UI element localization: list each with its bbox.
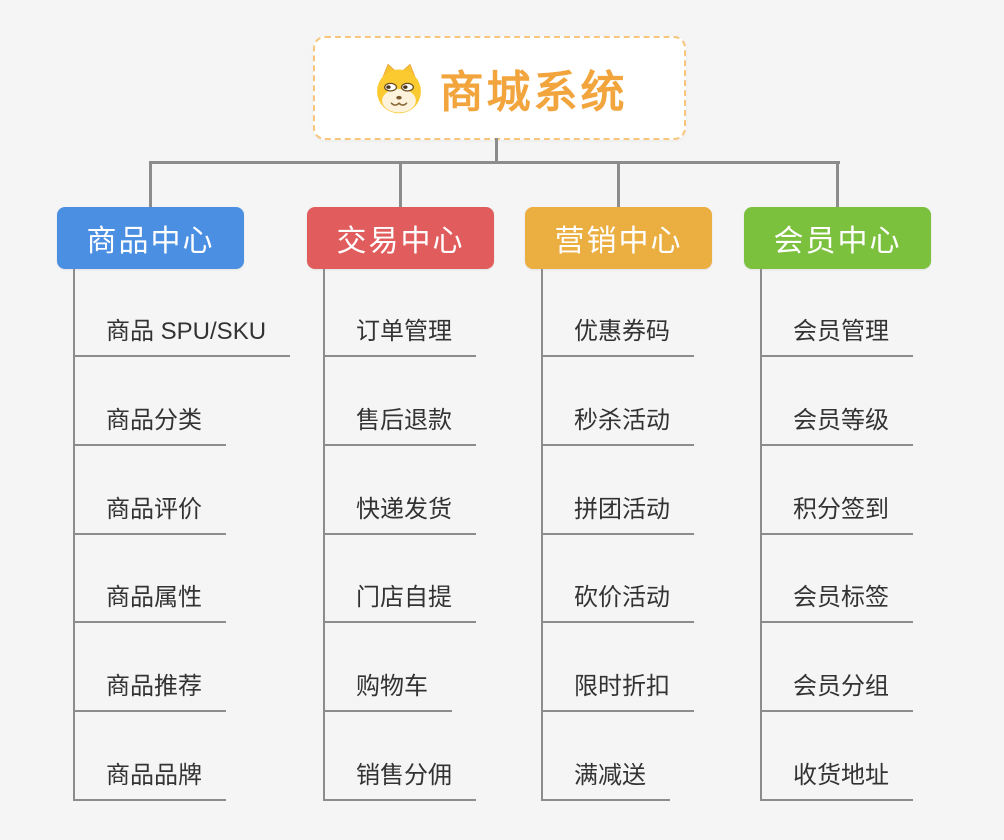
- branch-trunk-line: [73, 269, 75, 801]
- topic-item[interactable]: 会员分组: [760, 670, 913, 712]
- root-title: 商城系统: [439, 68, 628, 117]
- topic-item[interactable]: 优惠券码: [541, 315, 694, 357]
- topic-item[interactable]: 商品属性: [73, 581, 226, 623]
- branch-header-2[interactable]: 交易中心: [307, 207, 494, 269]
- topic-item[interactable]: 商品分类: [73, 404, 226, 446]
- topic-item[interactable]: 满减送: [541, 759, 670, 801]
- root-stem-connector: [495, 138, 498, 163]
- branch-drop-connector: [149, 161, 152, 209]
- topic-item[interactable]: 会员管理: [760, 315, 913, 357]
- topic-item[interactable]: 售后退款: [323, 404, 476, 446]
- branch-label: 会员中心: [773, 225, 902, 258]
- topic-item[interactable]: 购物车: [323, 670, 452, 712]
- topic-item[interactable]: 秒杀活动: [541, 404, 694, 446]
- topic-item[interactable]: 销售分佣: [323, 759, 476, 801]
- topic-item[interactable]: 砍价活动: [541, 581, 694, 623]
- branch-header-4[interactable]: 会员中心: [744, 207, 931, 269]
- branch-trunk-line: [323, 269, 325, 801]
- doge-face-icon: [376, 63, 421, 114]
- topic-item[interactable]: 积分签到: [760, 493, 913, 535]
- topic-item[interactable]: 收货地址: [760, 759, 913, 801]
- branch-drop-connector: [399, 161, 402, 209]
- branch-bus-connector: [149, 161, 840, 164]
- branch-label: 交易中心: [336, 225, 465, 258]
- branch-drop-connector: [836, 161, 839, 209]
- topic-item[interactable]: 限时折扣: [541, 670, 694, 712]
- branch-trunk-line: [760, 269, 762, 801]
- topic-item[interactable]: 会员等级: [760, 404, 913, 446]
- branch-header-3[interactable]: 营销中心: [525, 207, 712, 269]
- topic-item[interactable]: 会员标签: [760, 581, 913, 623]
- topic-item[interactable]: 商品评价: [73, 493, 226, 535]
- branch-drop-connector: [617, 161, 620, 209]
- branch-label: 营销中心: [554, 225, 683, 258]
- topic-item[interactable]: 门店自提: [323, 581, 476, 623]
- root-node[interactable]: 商城系统: [313, 36, 686, 140]
- topic-item[interactable]: 商品推荐: [73, 670, 226, 712]
- branch-label: 商品中心: [86, 225, 215, 258]
- topic-item[interactable]: 拼团活动: [541, 493, 694, 535]
- topic-item[interactable]: 商品 SPU/SKU: [73, 315, 291, 357]
- topic-item[interactable]: 订单管理: [323, 315, 476, 357]
- topic-item[interactable]: 商品品牌: [73, 759, 226, 801]
- branch-header-1[interactable]: 商品中心: [57, 207, 244, 269]
- branch-trunk-line: [541, 269, 543, 801]
- topic-item[interactable]: 快递发货: [323, 493, 476, 535]
